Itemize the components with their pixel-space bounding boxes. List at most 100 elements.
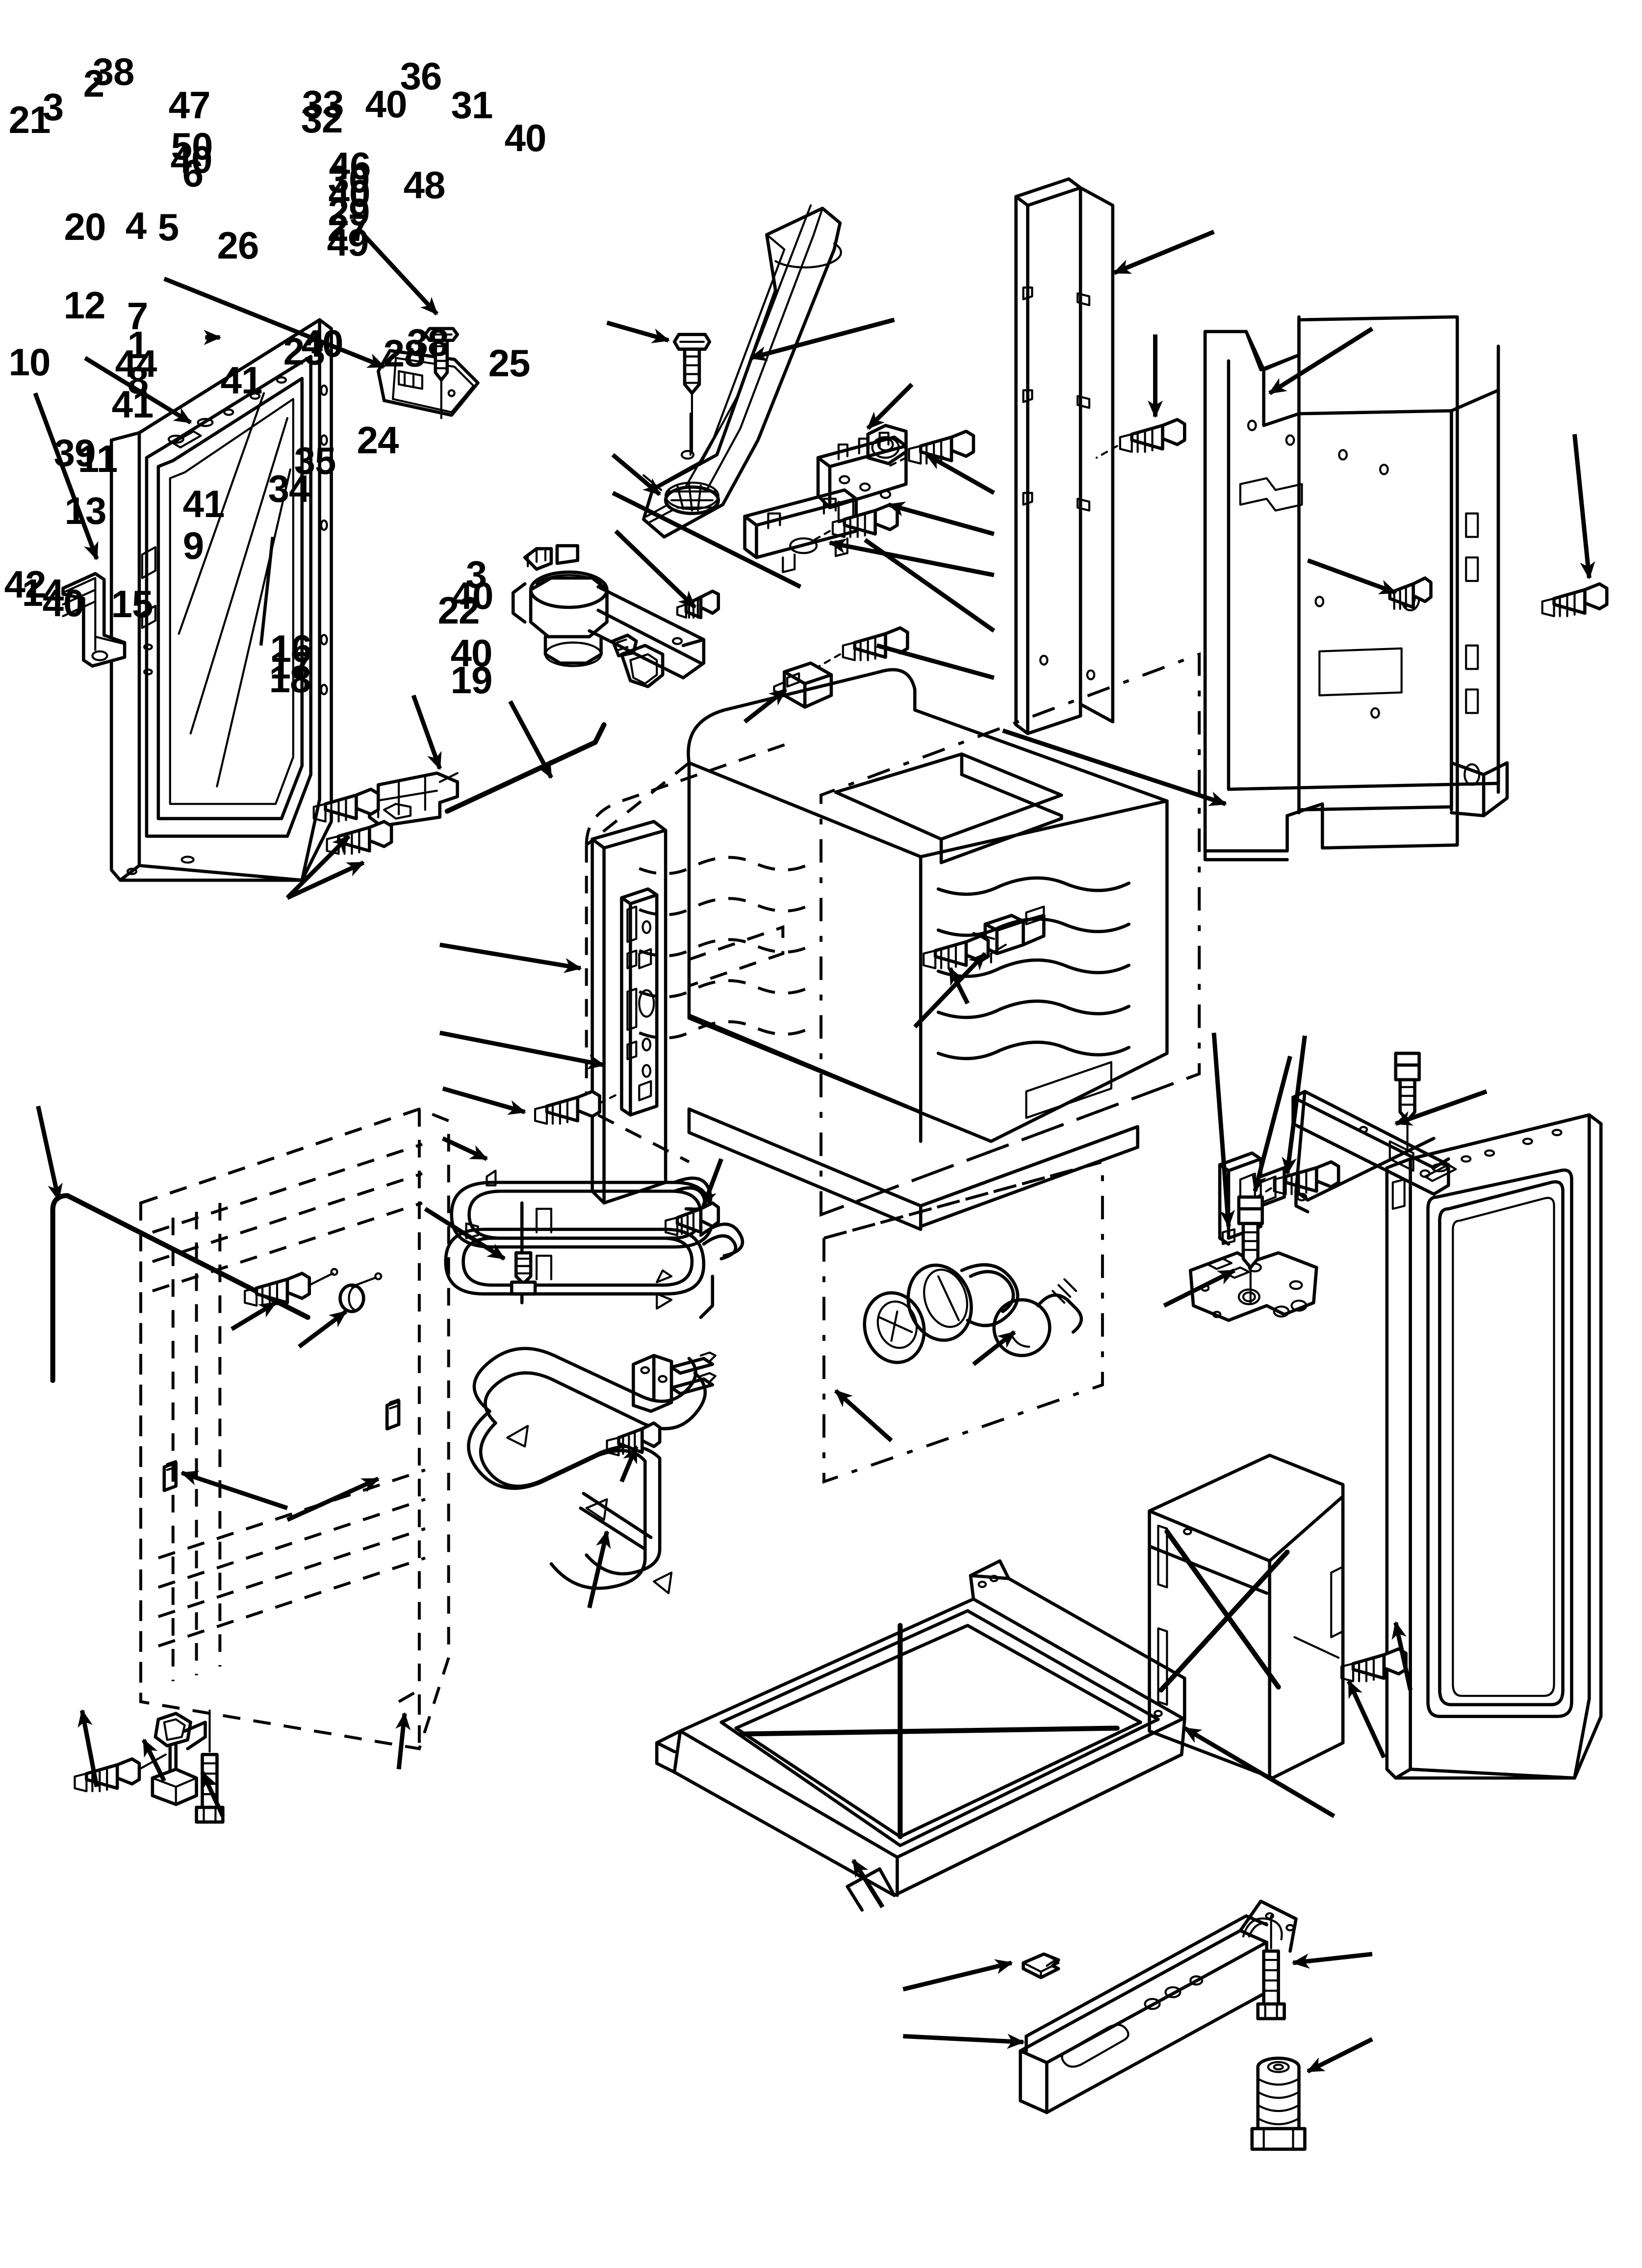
callout-7[interactable]: 7 xyxy=(127,294,148,338)
part-41-screw-bake xyxy=(606,1421,662,1457)
callout-38[interactable]: 38 xyxy=(407,321,449,364)
part-41-screw-a xyxy=(665,1201,720,1236)
callout-13[interactable]: 13 xyxy=(64,489,107,532)
part-22-lower-panel xyxy=(1148,1454,1345,1780)
part-27-screw xyxy=(818,626,909,667)
callout-12[interactable]: 12 xyxy=(63,284,106,327)
part-41-screw-b xyxy=(510,1251,537,1296)
callout-2[interactable]: 2 xyxy=(83,62,104,105)
part-40-screw-right xyxy=(1541,582,1609,618)
callout-34[interactable]: 34 xyxy=(268,467,310,510)
part-9-bake-element xyxy=(467,1347,717,1594)
callout-19[interactable]: 19 xyxy=(450,658,493,702)
leader-lines xyxy=(33,230,1595,2074)
part-40-screw-slide xyxy=(1256,1915,1286,2020)
callout-24[interactable]: 24 xyxy=(357,418,399,462)
callout-41[interactable]: 41 xyxy=(111,383,154,426)
part-6-door-lock-assembly xyxy=(511,544,706,688)
part-4-hinge-clip xyxy=(365,771,459,828)
part-5-latch-rod xyxy=(444,722,607,814)
callout-16[interactable]: 16 xyxy=(270,627,312,670)
callout-30[interactable]: 30 xyxy=(328,157,370,201)
part-1-rack-guide xyxy=(620,887,659,1117)
callout-17[interactable]: 17 xyxy=(269,644,312,687)
callout-40[interactable]: 40 xyxy=(328,172,371,215)
callout-6[interactable]: 6 xyxy=(182,152,204,195)
part-38-screw-plate xyxy=(1237,1195,1264,1304)
part-25-support-arm xyxy=(1291,1090,1450,1214)
part-47-screw xyxy=(672,333,712,453)
callout-10[interactable]: 10 xyxy=(8,340,51,384)
callout-40[interactable]: 40 xyxy=(504,116,547,159)
callout-39[interactable]: 39 xyxy=(53,431,96,474)
part-21-hinge-receiver xyxy=(61,572,127,668)
callout-26[interactable]: 26 xyxy=(217,224,259,267)
part-16-drawer-pan xyxy=(655,1559,1186,1912)
callout-9[interactable]: 9 xyxy=(182,524,204,567)
callout-40[interactable]: 40 xyxy=(301,322,344,365)
part-8-broil-element xyxy=(444,1170,744,1319)
part-31-rear-panel xyxy=(1203,315,1509,861)
callout-49[interactable]: 49 xyxy=(327,221,369,264)
callout-40[interactable]: 40 xyxy=(42,581,85,625)
callout-15[interactable]: 15 xyxy=(111,582,154,626)
part-35-socket-cap xyxy=(863,1291,926,1364)
part-25-screw xyxy=(1394,1051,1421,1151)
part-49-oven-cavity xyxy=(585,652,1201,1231)
callout-28[interactable]: 28 xyxy=(383,332,426,375)
callout-29[interactable]: 29 xyxy=(328,190,370,234)
callout-42[interactable]: 42 xyxy=(4,563,47,606)
part-29-bracket xyxy=(743,488,858,574)
callout-1[interactable]: 1 xyxy=(127,323,149,366)
part-15-left-side-panel xyxy=(139,1107,450,1750)
part-17-clip xyxy=(1022,1952,1060,1980)
callout-46[interactable]: 46 xyxy=(329,144,371,187)
part-36-rear-panel-strip xyxy=(1014,177,1115,735)
callout-40[interactable]: 40 xyxy=(170,138,213,181)
callout-27[interactable]: 27 xyxy=(327,206,370,249)
callout-47[interactable]: 47 xyxy=(168,83,211,127)
callout-23[interactable]: 23 xyxy=(283,330,326,373)
part-14-leveling-leg xyxy=(151,1712,207,1806)
callout-40[interactable]: 40 xyxy=(450,631,493,675)
callout-38[interactable]: 38 xyxy=(92,50,135,93)
part-50-plug xyxy=(664,481,720,515)
callout-35[interactable]: 35 xyxy=(294,439,336,482)
callout-40[interactable]: 40 xyxy=(451,574,494,617)
part-38-screw-top xyxy=(423,327,459,419)
callout-41[interactable]: 41 xyxy=(182,482,225,525)
part-11-grommet xyxy=(338,1272,383,1313)
callout-20[interactable]: 20 xyxy=(64,205,106,248)
callout-25[interactable]: 25 xyxy=(488,341,531,385)
callout-48[interactable]: 48 xyxy=(403,163,446,207)
part-3-lower-door xyxy=(1385,1113,1603,1780)
part-19-leveling-foot xyxy=(1250,2057,1307,2151)
part-32-nut xyxy=(866,423,908,466)
callout-5[interactable]: 5 xyxy=(157,206,179,249)
callout-44[interactable]: 44 xyxy=(115,342,157,385)
callout-40[interactable]: 40 xyxy=(365,82,408,126)
part-44-screw xyxy=(534,1090,618,1125)
callout-3[interactable]: 3 xyxy=(42,85,64,129)
callout-4[interactable]: 4 xyxy=(125,204,147,247)
part-40-screw-22 xyxy=(1293,1636,1408,1682)
callout-22[interactable]: 22 xyxy=(437,589,480,632)
callout-11[interactable]: 11 xyxy=(77,437,118,480)
callout-32[interactable]: 32 xyxy=(301,98,343,141)
callout-21[interactable]: 21 xyxy=(8,98,51,141)
callout-18[interactable]: 18 xyxy=(269,657,311,701)
callout-14[interactable]: 14 xyxy=(22,571,64,614)
part-34-dashed-box xyxy=(822,1160,1104,1484)
callout-8[interactable]: 8 xyxy=(127,359,149,402)
callout-3[interactable]: 3 xyxy=(465,553,487,596)
part-48-screw xyxy=(1388,576,1433,610)
callout-36[interactable]: 36 xyxy=(400,54,442,98)
part-2-handle-bracket xyxy=(376,349,480,417)
part-door-frame-group xyxy=(109,318,333,882)
callout-41[interactable]: 41 xyxy=(220,359,263,402)
callout-33[interactable]: 33 xyxy=(302,82,344,126)
part-35-lens xyxy=(906,1263,1020,1342)
callout-50[interactable]: 50 xyxy=(171,125,213,168)
callout-31[interactable]: 31 xyxy=(451,83,493,127)
